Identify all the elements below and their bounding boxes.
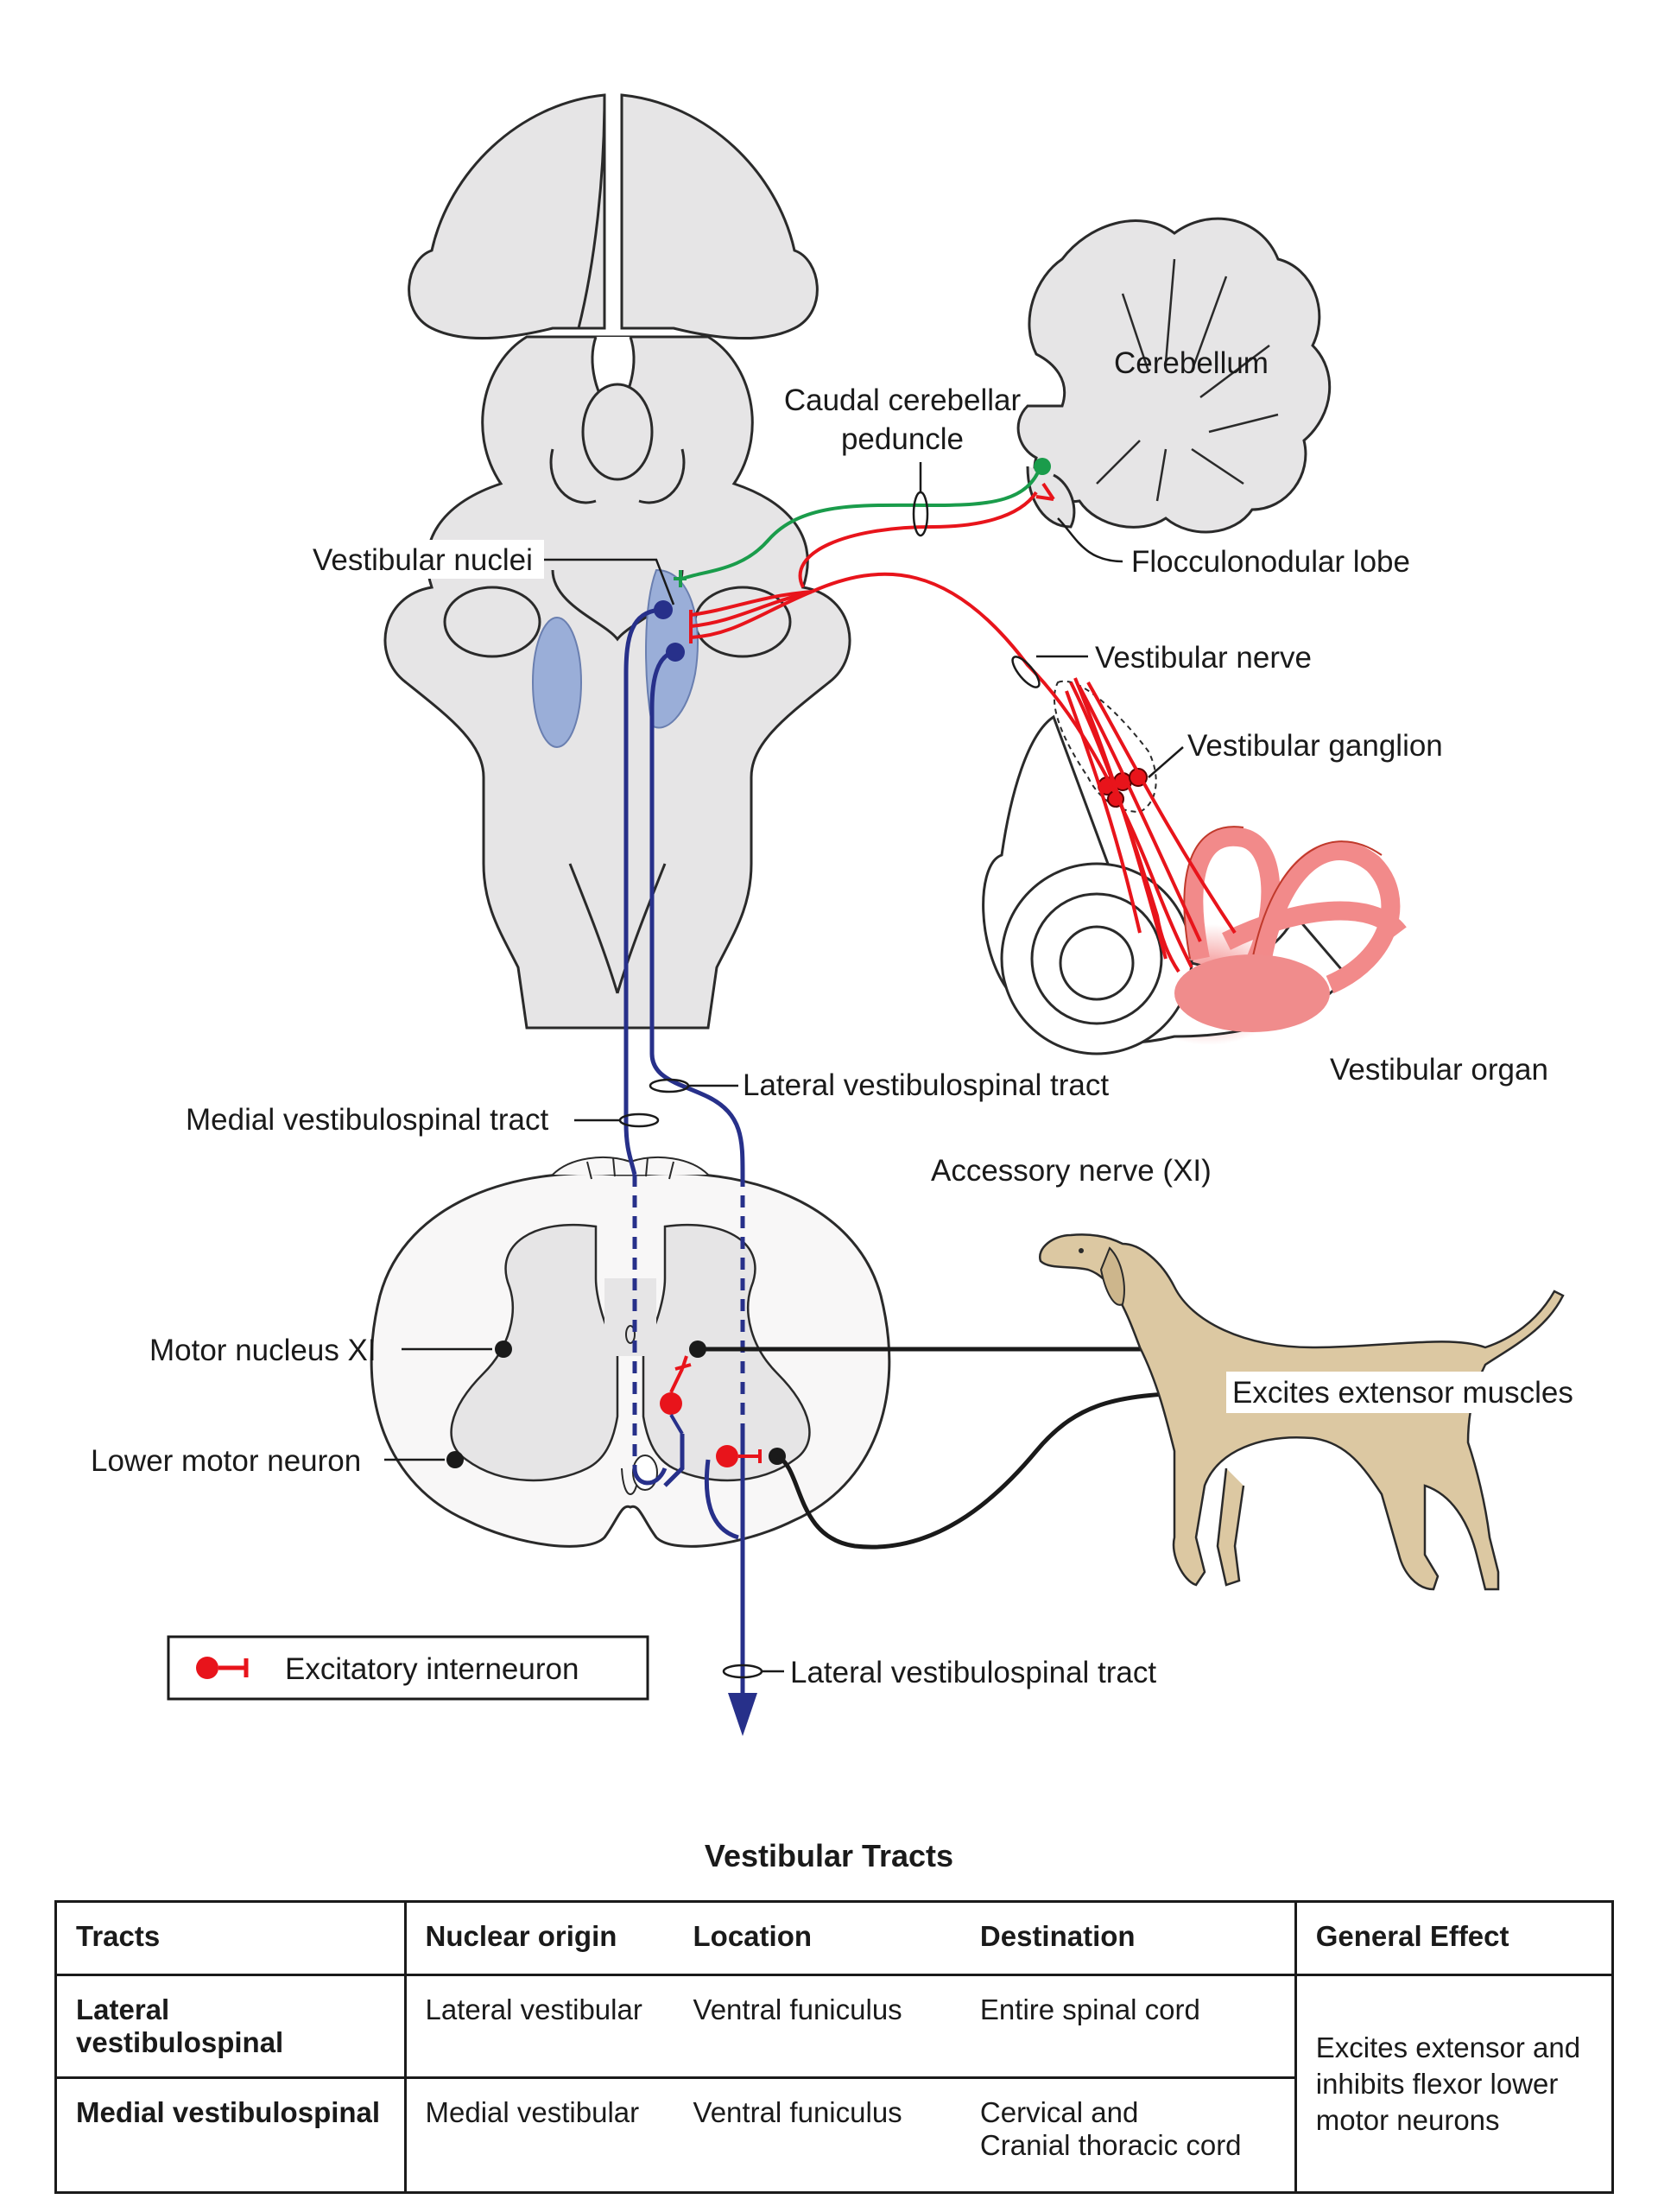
label-medial-tract: Medial vestibulospinal tract xyxy=(186,1103,548,1137)
lateral-tract-arrowhead xyxy=(728,1693,757,1736)
vestibular-ganglion-outline xyxy=(1053,680,1157,814)
label-lateral-tract-bottom: Lateral vestibulospinal tract xyxy=(790,1656,1156,1689)
legend-label: Excitatory interneuron xyxy=(285,1652,579,1686)
cerebellum xyxy=(1016,217,1332,534)
general-effect-line-1: Excites extensor and xyxy=(1315,2031,1581,2063)
cell-tract: Lateral vestibulospinal xyxy=(55,1974,407,2079)
label-caudal-peduncle-2: peduncle xyxy=(841,422,964,456)
vestibular-pathway-diagram: Excitatory interneuron Cerebellum Caudal… xyxy=(91,93,1573,1736)
vestibular-organ xyxy=(982,714,1407,1055)
brainstem xyxy=(383,93,851,1030)
general-effect-line-2: inhibits flexor lower xyxy=(1315,2067,1559,2100)
header-general-effect: General Effect xyxy=(1295,1901,1613,1976)
label-accessory-nerve: Accessory nerve (XI) xyxy=(931,1154,1212,1188)
table-header-row: Tracts Nuclear origin Location Destinati… xyxy=(55,1901,1613,1976)
efferent-arrows xyxy=(698,1328,1213,1550)
destination-line-1: Cervical and xyxy=(979,2096,1139,2128)
general-effect-line-3: motor neurons xyxy=(1315,2103,1500,2136)
vestibular-nerve-marker xyxy=(1011,656,1041,688)
cell-location: Ventral funiculus xyxy=(693,2096,902,2128)
label-caudal-peduncle-1: Caudal cerebellar xyxy=(784,383,1022,417)
destination-line-2: Cranial thoracic cord xyxy=(979,2129,1242,2161)
label-vestibular-organ: Vestibular organ xyxy=(1330,1053,1548,1087)
peduncle-marker xyxy=(912,491,929,537)
legend-interneuron-icon xyxy=(196,1657,218,1679)
cell-general-effect: Excites extensor and inhibits flexor low… xyxy=(1295,1975,1612,2193)
label-flocculonodular-lobe: Flocculonodular lobe xyxy=(1131,545,1410,579)
header-tracts: Tracts xyxy=(55,1901,407,1976)
table-row: Medial vestibulospinal Medial vestibular… xyxy=(55,2077,1613,2193)
header-nuclear-origin: Nuclear origin xyxy=(405,1901,674,1976)
label-vestibular-nuclei: Vestibular nuclei xyxy=(313,543,533,577)
label-vestibular-nerve: Vestibular nerve xyxy=(1095,641,1312,675)
cell-tract: Medial vestibulospinal xyxy=(55,2077,407,2193)
label-excites-extensor: Excites extensor muscles xyxy=(1232,1376,1573,1410)
cell-location: Ventral funiculus xyxy=(674,1974,961,2079)
header-destination: Destination xyxy=(960,1901,1297,1976)
table-title: Vestibular Tracts xyxy=(704,1838,954,1873)
label-lower-motor-neuron: Lower motor neuron xyxy=(91,1444,361,1478)
vestibular-nerve-fibers xyxy=(690,491,1237,973)
vestibular-tracts-table: Tracts Nuclear origin Location Destinati… xyxy=(54,1900,1614,2194)
label-cerebellum: Cerebellum xyxy=(1114,346,1269,380)
cell-destination: Entire spinal cord xyxy=(960,1974,1297,2079)
legend: Excitatory interneuron xyxy=(167,1635,649,1701)
nuclei-synapse-terminals xyxy=(689,482,1055,643)
cerebellar-green-fiber xyxy=(674,466,1042,587)
label-lateral-tract-top: Lateral vestibulospinal tract xyxy=(743,1068,1109,1102)
label-vestibular-ganglion: Vestibular ganglion xyxy=(1187,729,1443,763)
vestibulospinal-tracts xyxy=(623,607,745,1693)
vestibular-nucleus-neurons xyxy=(654,600,685,662)
label-motor-nucleus: Motor nucleus XI xyxy=(149,1334,377,1367)
spinal-cord-section xyxy=(370,1157,891,1548)
interneurons xyxy=(660,1355,762,1467)
cell-origin: Lateral vestibular xyxy=(405,1974,674,2079)
labels: Cerebellum Caudal cerebellar peduncle Ve… xyxy=(91,346,1573,1689)
cell-destination: Cervical and Cranial thoracic cord xyxy=(960,2077,1297,2193)
cell-origin: Medial vestibular xyxy=(425,2096,640,2128)
table-row: Lateral vestibulospinal Lateral vestibul… xyxy=(55,1974,1613,2136)
header-location: Location xyxy=(674,1901,961,1976)
cerebellar-neuron-green xyxy=(1034,458,1051,475)
